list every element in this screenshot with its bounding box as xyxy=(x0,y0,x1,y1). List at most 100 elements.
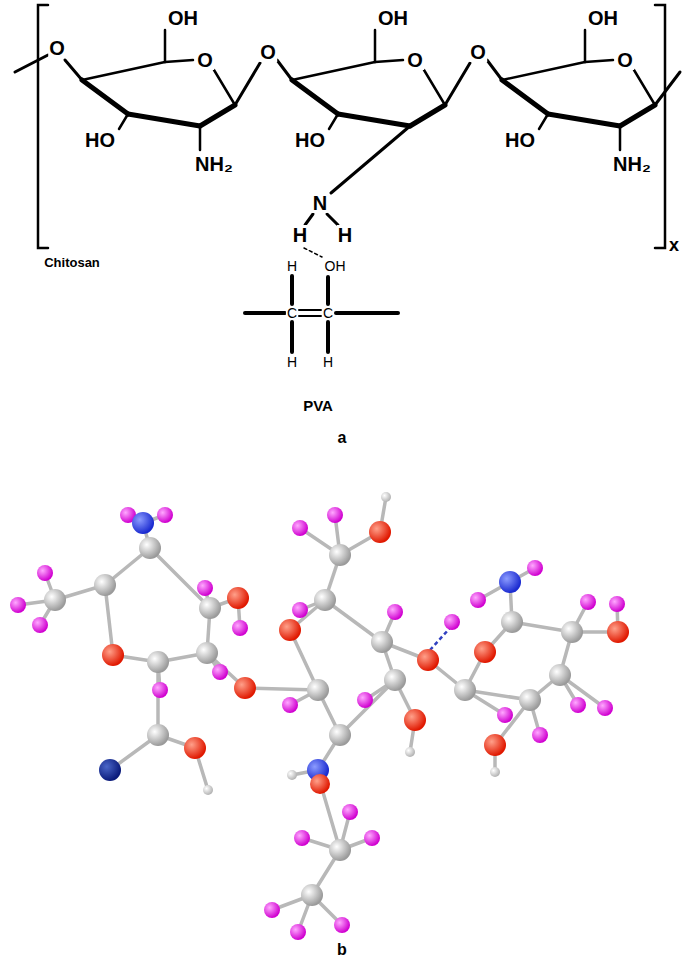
carbon-atom xyxy=(519,689,541,711)
bond-line xyxy=(292,62,375,80)
atom-label: O xyxy=(406,50,424,70)
bond-line xyxy=(655,72,680,105)
atom-label: HO xyxy=(504,130,536,150)
atom-label: H xyxy=(292,225,308,245)
carbon-atom xyxy=(329,724,351,746)
bond-line xyxy=(329,114,338,129)
polymer-name: Chitosan xyxy=(43,256,101,269)
hydrogen-atom xyxy=(327,507,343,523)
bond-line xyxy=(82,62,165,80)
hydrogen-atom xyxy=(287,770,297,780)
atom-label: O xyxy=(469,42,487,62)
hydrogen-atom xyxy=(444,614,460,630)
bond-line xyxy=(539,114,548,129)
carbon-atom xyxy=(94,574,116,596)
bond-line xyxy=(290,322,294,352)
polymer-name: PVA xyxy=(302,398,334,413)
oxygen-atom xyxy=(474,641,496,663)
bond-line xyxy=(214,70,235,105)
carbon-atom xyxy=(147,724,169,746)
atom-label: O xyxy=(616,50,634,70)
hydrogen-atom xyxy=(37,565,53,581)
repeat-index: x xyxy=(668,236,680,254)
bond-line xyxy=(82,80,128,114)
carbon-atom xyxy=(139,537,161,559)
bond-line xyxy=(326,322,330,352)
nitrogen-atom xyxy=(499,571,521,593)
carbon-atom xyxy=(307,679,329,701)
chitosan-structure xyxy=(15,5,680,248)
bond-line xyxy=(548,114,620,126)
hydrogen-atom xyxy=(152,682,168,698)
atom-label: O xyxy=(48,38,66,58)
hydrogen-atom xyxy=(570,697,586,713)
oxygen-atoms xyxy=(102,521,629,759)
carbon-atom xyxy=(196,642,218,664)
oxygen-atom xyxy=(369,521,391,543)
oxygen-atom xyxy=(279,619,301,641)
carbon-atom xyxy=(549,664,571,686)
bracket xyxy=(38,5,48,248)
atom-label: OH xyxy=(587,8,619,28)
bond-line xyxy=(502,80,548,114)
hydrogen-atom xyxy=(232,620,248,636)
carbon-atoms xyxy=(44,537,583,906)
bond-line xyxy=(128,114,200,126)
hydrogen-atom xyxy=(490,767,500,777)
bond-line xyxy=(424,70,445,105)
oxygen-atom xyxy=(184,737,206,759)
hydrogen-atom xyxy=(470,592,486,608)
panel-letter: a xyxy=(337,430,348,446)
atom-label: HO xyxy=(294,130,326,150)
carbon-atom xyxy=(384,669,406,691)
hydrogen-atom xyxy=(334,917,350,933)
hydrogen-bond xyxy=(430,628,450,650)
bond-line xyxy=(245,311,285,315)
hydrogen-atom xyxy=(10,597,26,613)
hydrogen-bond xyxy=(304,248,322,257)
bond-line xyxy=(410,105,445,126)
bond-line xyxy=(487,60,502,80)
carbon-atom xyxy=(301,884,323,906)
bond-line xyxy=(199,126,202,150)
bond-line xyxy=(292,80,338,114)
bond-line xyxy=(375,60,403,62)
hydrogen-atom xyxy=(580,594,596,610)
atom-label: C xyxy=(286,306,298,320)
carbon-atom xyxy=(329,839,351,861)
atom-label: H xyxy=(286,355,298,369)
hydrogen-atom xyxy=(282,697,298,713)
atom-label: H xyxy=(286,259,298,273)
bond-line xyxy=(299,315,321,317)
oxygen-atom xyxy=(234,677,256,699)
bond-line xyxy=(299,309,321,311)
atom-label: OH xyxy=(167,8,199,28)
hydrogen-atom xyxy=(294,830,310,846)
ball-stick-model xyxy=(10,492,629,940)
bond-line xyxy=(119,114,128,129)
hydrogen-atom xyxy=(264,902,280,918)
carbon-atom xyxy=(44,589,66,611)
atom-label: HO xyxy=(84,130,116,150)
bond-line xyxy=(584,30,587,62)
hydrogen-atom xyxy=(364,830,380,846)
stick xyxy=(340,680,395,735)
atom-label: OH xyxy=(324,259,347,273)
hydrogen-atom xyxy=(212,664,228,680)
stick xyxy=(150,548,210,608)
oxygen-atom xyxy=(227,587,249,609)
nitrogen-atom xyxy=(132,512,154,534)
hydrogen-atom xyxy=(157,507,173,523)
bond-line xyxy=(326,277,330,304)
bond-line xyxy=(235,63,260,105)
pva-structure xyxy=(245,276,398,352)
hydrogen-atom xyxy=(405,747,415,757)
hydrogen-atom xyxy=(609,596,625,612)
nitrogen-atom xyxy=(99,759,121,781)
carbon-atom xyxy=(371,631,393,653)
nitrogen-atoms xyxy=(99,512,521,794)
carbon-atom xyxy=(329,544,351,566)
hydrogen-atoms xyxy=(10,492,625,940)
bond-line xyxy=(374,30,377,62)
